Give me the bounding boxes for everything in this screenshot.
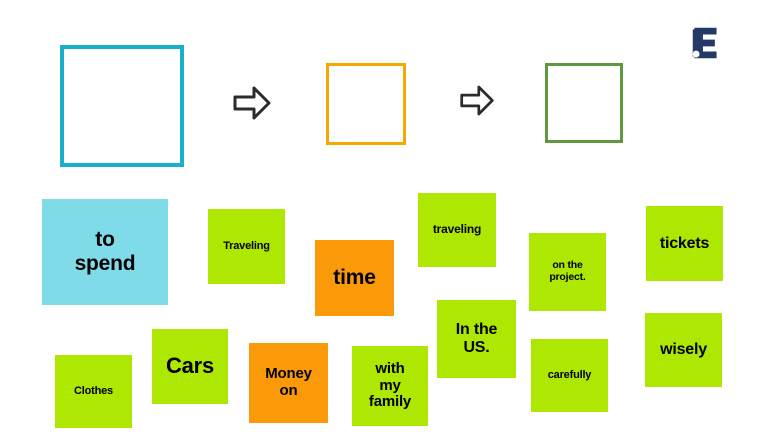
word-card-label: Clothes [74,385,113,398]
word-card-label: tickets [659,234,710,252]
card-traveling-2[interactable]: traveling [418,193,496,267]
word-card-label: time [333,266,376,290]
right-arrow-icon-2 [460,85,494,116]
card-tickets[interactable]: tickets [646,206,723,281]
card-time[interactable]: time [315,240,394,316]
outline-box-blue[interactable] [60,45,184,167]
outline-box-yellow[interactable] [326,63,406,145]
card-clothes[interactable]: Clothes [55,355,132,428]
word-card-label: traveling [432,222,482,237]
card-wisely[interactable]: wisely [645,313,722,387]
card-carefully[interactable]: carefully [531,339,608,412]
brand-logo-e-icon [692,27,717,59]
word-card-label: Cars [165,353,215,379]
right-arrow-icon-1 [233,86,271,120]
word-card-label: Traveling [223,240,270,253]
outline-box-green[interactable] [545,63,623,143]
word-card-label: carefully [547,369,592,382]
word-card-label: wisely [660,341,707,359]
card-traveling-1[interactable]: Traveling [208,209,285,284]
card-cars[interactable]: Cars [152,329,228,404]
